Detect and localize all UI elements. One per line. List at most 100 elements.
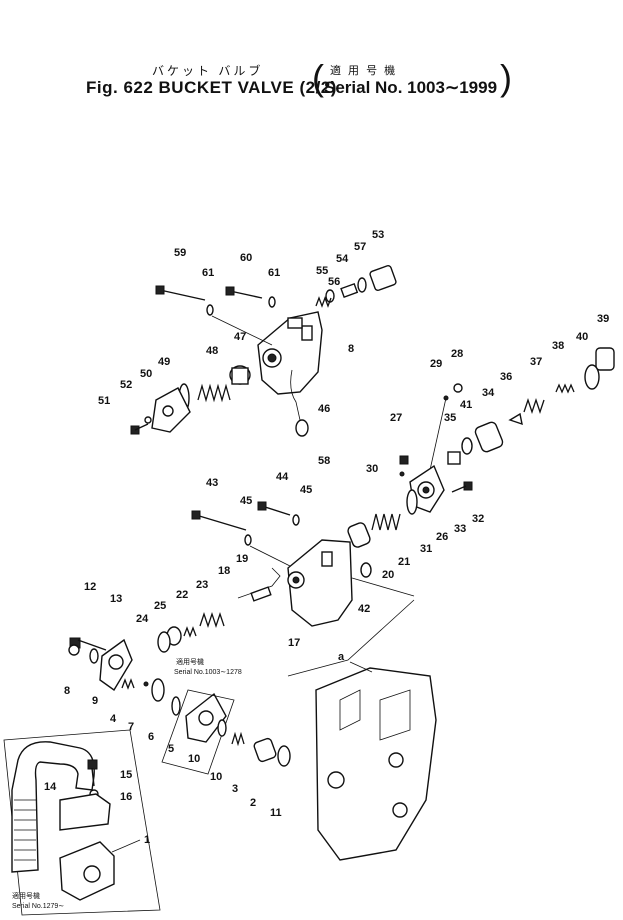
o-ring-9 [89,648,99,664]
plug-8 [68,644,80,656]
callout-49: 49 [158,356,170,368]
callout-61a: 61 [202,267,214,279]
assembly-line-a1 [351,577,415,597]
washer-52 [144,416,152,424]
callout-33: 33 [454,523,466,535]
upper-valve-boss [301,325,313,341]
callout-11: 11 [270,807,282,819]
o-ring-11 [277,745,291,767]
poppet-36 [508,412,523,426]
valve-housing [315,667,437,861]
housing-port-2 [388,752,404,768]
spring-7 [121,678,135,690]
o-ring-31 [406,489,418,515]
bolt-43-head [191,510,201,520]
callout-16: 16 [120,791,132,803]
plug-30 [399,471,405,477]
bolt-51 [134,423,149,431]
callout-61b: 61 [268,267,280,279]
callout-60: 60 [240,252,252,264]
housing-port-3 [392,802,408,818]
callout-38: 38 [552,340,564,352]
valve-17-bore [292,576,300,584]
applicability-japanese: 適 用 号 機 [330,65,398,77]
bolt-44 [261,505,291,516]
callout-23: 23 [196,579,208,591]
valve-body-17 [287,539,353,627]
callout-54: 54 [336,253,349,265]
sleeve-20 [347,522,371,548]
bolt-59 [159,289,206,301]
callout-12: 12 [84,581,96,593]
note-1-serial: Serial No.1003∼1278 [174,669,242,676]
callout-22: 22 [176,589,188,601]
pipe-flange [59,793,111,831]
bolt-60 [229,290,263,299]
callout-56: 56 [328,276,340,288]
plug-35 [447,451,461,465]
callout-32: 32 [472,513,484,525]
piston-34 [474,421,504,453]
callout-14: 14 [44,781,57,793]
callout-46: 46 [318,403,330,415]
note-2-serial: Serial No.1279∼ [12,903,64,910]
spring-21 [371,513,401,531]
applicability-notes: 適用号機 Serial No.1003∼1278 適用号機 Serial No.… [12,657,242,910]
upper-valve-flange [287,317,303,329]
callout-36: 36 [500,371,512,383]
callout-8-lower: 8 [64,685,70,697]
callout-labels: 59 60 61 61 55 56 54 57 53 8 47 48 49 50… [44,229,609,846]
callout-9: 9 [92,695,98,707]
callout-42: 42 [358,603,370,615]
title-japanese: バケット バルブ [152,64,264,78]
o-ring-61a [206,304,214,316]
note-2-japanese: 適用号機 [12,891,40,900]
housing-face-1 [339,689,361,731]
callout-10b: 10 [210,771,222,783]
callout-28: 28 [451,348,463,360]
callout-20: 20 [382,569,394,581]
left-paren-glyph: ( [312,57,324,98]
o-ring-45a [244,534,252,546]
callout-45a: 45 [240,495,252,507]
callout-51: 51 [98,395,110,407]
callout-13: 13 [110,593,122,605]
flange-1-port [83,865,101,883]
callout-15: 15 [120,769,132,781]
bolt-59-head [155,285,165,295]
cover-26-bore [422,486,430,494]
middle-valve-group [157,501,415,653]
note-1-frame [161,689,235,775]
callout-57: 57 [354,241,366,253]
flange-13-port [108,654,124,670]
callout-44: 44 [276,471,289,483]
callout-34: 34 [482,387,495,399]
callout-27: 27 [390,412,402,424]
o-ring-57 [357,277,367,293]
callout-47: 47 [234,331,246,343]
callout-48: 48 [206,345,218,357]
callout-7: 7 [128,721,134,733]
callout-58: 58 [318,455,330,467]
callout-37: 37 [530,356,542,368]
spring-22 [183,626,197,638]
bolt-44-head [257,501,267,511]
spring-37 [523,397,545,415]
plug-39 [595,347,615,371]
upper-valve-port-bore [267,353,277,363]
valve-17-boss [321,551,333,567]
callout-29: 29 [430,358,442,370]
o-ring-58 [295,419,309,437]
pipe-14-hatching [14,799,36,861]
assembly-line-a3 [349,661,373,673]
bolt-43 [195,514,247,531]
callout-17: 17 [288,637,300,649]
screw-32-head [463,481,473,491]
ball-6 [143,681,149,687]
o-ring-42 [360,562,372,578]
seat-5 [151,678,165,702]
bolt-15 [91,767,95,787]
applicability-serial: Serial No. 1003∼1999 [324,78,498,97]
callout-41: 41 [460,399,472,411]
